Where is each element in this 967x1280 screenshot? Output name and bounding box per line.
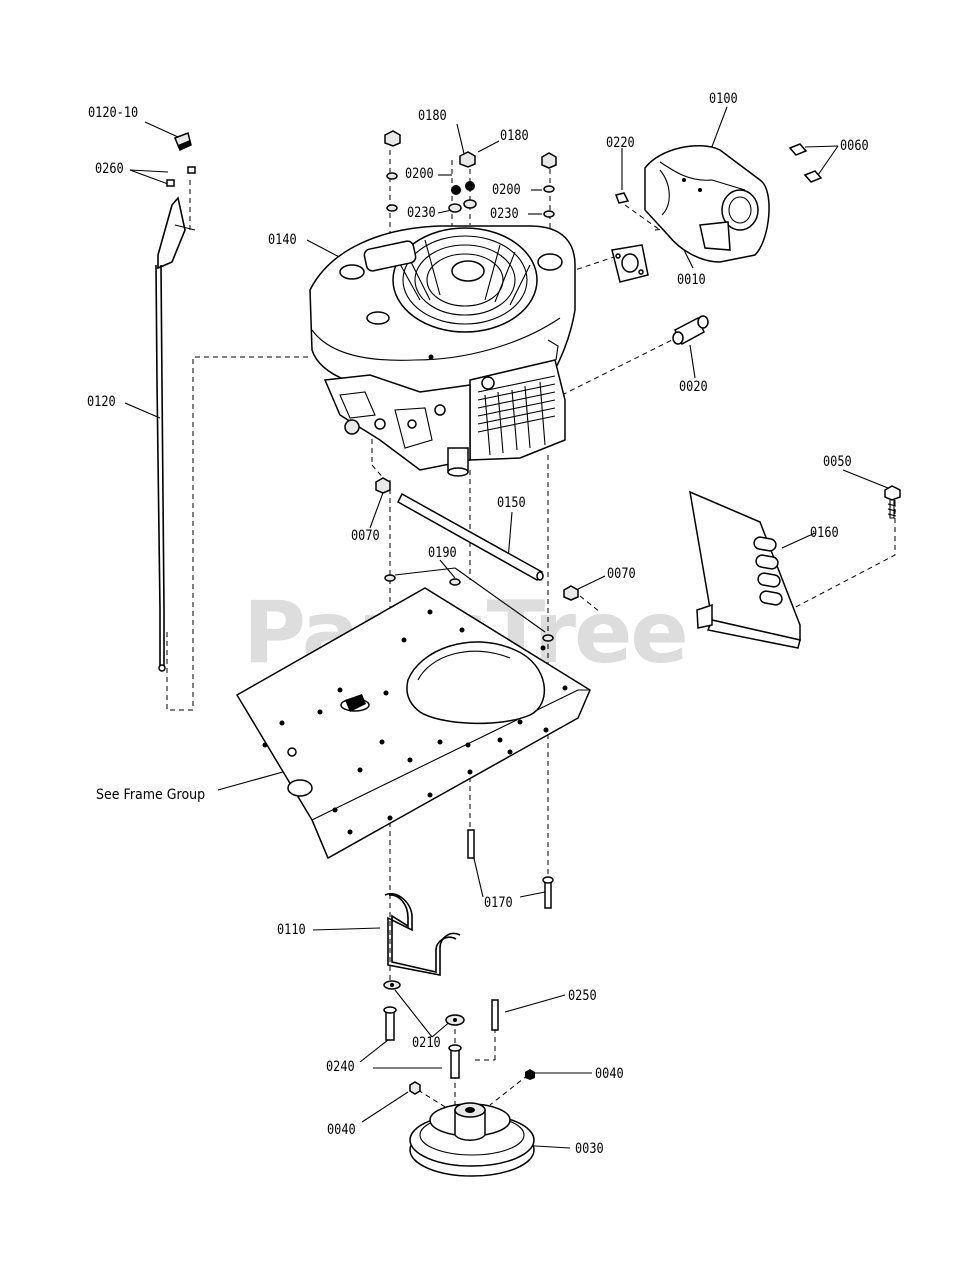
washer-0210-left	[383, 980, 401, 990]
label-see-frame-group: See Frame Group	[96, 787, 206, 803]
pin-0170	[467, 829, 475, 859]
label-0240: 0240	[326, 1059, 355, 1075]
label-0190: 0190	[428, 545, 457, 561]
dipstick-cap-0120-10	[174, 131, 192, 152]
label-0230-right: 0230	[490, 206, 519, 222]
bolt-0220	[615, 192, 630, 204]
label-0060: 0060	[840, 138, 869, 154]
bolt-0240	[383, 1006, 397, 1041]
label-0040-right: 0040	[595, 1066, 624, 1082]
label-0120-10: 0120-10	[88, 105, 139, 121]
label-0110: 0110	[277, 922, 306, 938]
bolts-0060	[788, 143, 823, 183]
engine-0140	[309, 225, 576, 477]
label-0100: 0100	[709, 91, 738, 107]
pulley-0030	[409, 1102, 535, 1177]
frame-plate	[235, 587, 591, 860]
label-0180-left: 0180	[418, 108, 447, 124]
label-0200-left: 0200	[405, 166, 434, 182]
label-0170: 0170	[484, 895, 513, 911]
label-0010: 0010	[677, 272, 706, 288]
screws-0260	[166, 166, 196, 187]
shield-0160	[689, 490, 801, 649]
label-0210: 0210	[412, 1035, 441, 1051]
label-0230-left: 0230	[407, 205, 436, 221]
label-0070-right: 0070	[607, 566, 636, 582]
label-0140: 0140	[268, 232, 297, 248]
dipstick-tube-0120	[155, 196, 196, 672]
gasket-0010	[611, 244, 649, 283]
label-0070-left: 0070	[351, 528, 380, 544]
bolt-center	[448, 1044, 462, 1079]
screws-0040	[409, 1069, 535, 1095]
bracket-0110	[384, 893, 461, 976]
label-0150: 0150	[497, 495, 526, 511]
key-0250	[491, 999, 499, 1031]
nut-0070-engine	[375, 477, 391, 494]
label-0260: 0260	[95, 161, 124, 177]
label-0160: 0160	[810, 525, 839, 541]
bolt-0170-right	[542, 876, 554, 909]
label-0220: 0220	[606, 135, 635, 151]
label-0040-left: 0040	[327, 1122, 356, 1138]
shaft-0150	[397, 492, 544, 582]
washers-0190	[384, 574, 554, 642]
nut-0070-right	[563, 585, 579, 601]
fitting-0020	[672, 315, 709, 346]
label-0050: 0050	[823, 454, 852, 470]
muffler-0100	[644, 144, 770, 263]
bolt-0050	[884, 485, 901, 519]
label-0020: 0020	[679, 379, 708, 395]
nuts-washers	[384, 130, 557, 218]
label-0250: 0250	[568, 988, 597, 1004]
label-0030: 0030	[575, 1141, 604, 1157]
washer-0210-right	[445, 1014, 465, 1026]
label-0180-right: 0180	[500, 128, 529, 144]
label-0200-right: 0200	[492, 182, 521, 198]
label-0120: 0120	[87, 394, 116, 410]
